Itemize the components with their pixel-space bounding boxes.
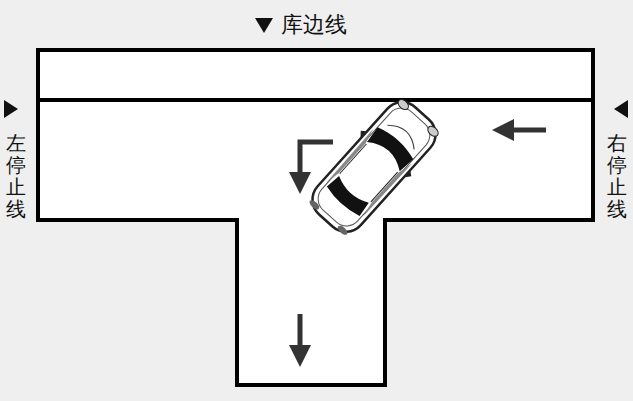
t-lot-outline [38, 50, 593, 385]
pointer-triangle [255, 18, 273, 33]
pointer-triangle [4, 100, 18, 118]
left-stop-line-label: 左停止线 [6, 132, 26, 220]
garage-edge-label: 库边线 [281, 10, 347, 40]
pointer-triangle [614, 100, 628, 118]
car-illustration [301, 91, 448, 244]
right-stop-line-label: 右停止线 [607, 132, 627, 220]
garage-edge-line [38, 98, 593, 102]
down-arrow [289, 314, 311, 367]
left-arrow [492, 119, 546, 141]
